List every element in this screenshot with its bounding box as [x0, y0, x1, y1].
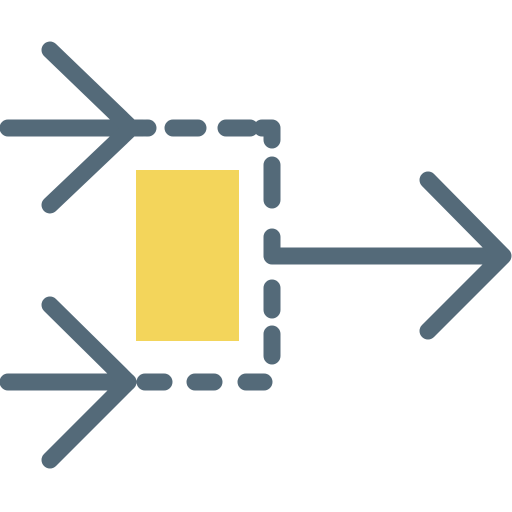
upper-left-arrow-icon: [0, 41, 152, 214]
lower-left-arrow-icon: [0, 296, 137, 469]
yellow-rectangle: [136, 170, 239, 341]
right-output-arrow-icon: [263, 171, 512, 340]
dashed-bracket-connector: [136, 119, 281, 391]
